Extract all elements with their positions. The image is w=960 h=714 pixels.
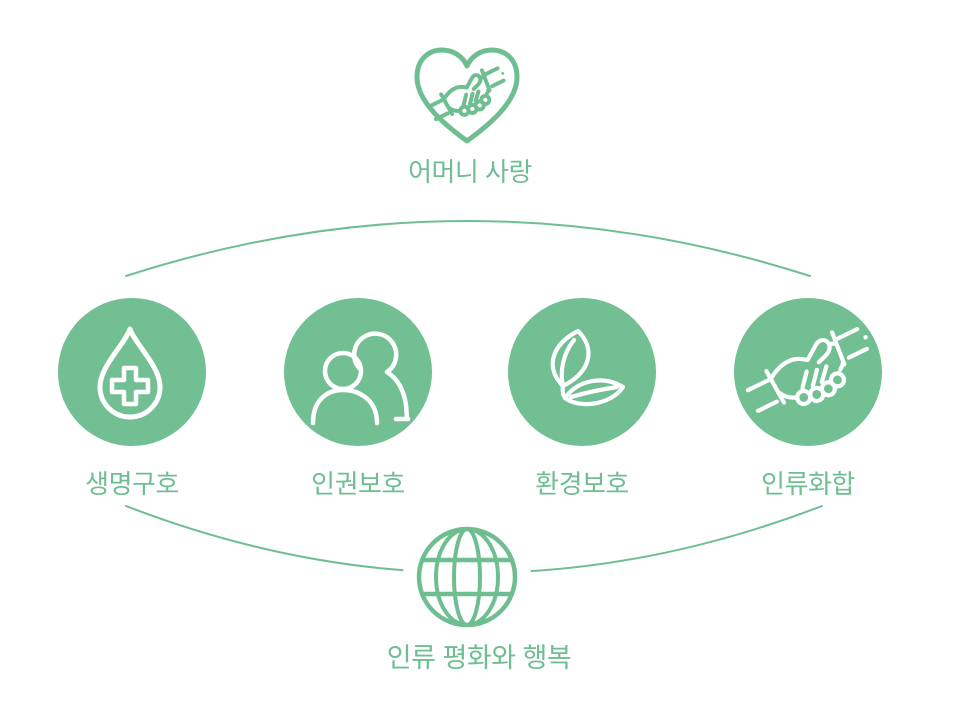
pillar-label-environment: 환경보호 — [535, 469, 629, 499]
water-drop-medical-cross-icon — [97, 326, 163, 420]
leaves-icon — [550, 328, 626, 407]
pillar-label-life-rescue: 생명구호 — [85, 469, 179, 499]
globe-icon — [403, 513, 531, 641]
top-connector-arc — [125, 220, 811, 277]
pillar-label-human-rights: 인권보호 — [311, 469, 405, 499]
heart-handshake-icon — [414, 47, 520, 144]
pillar-circle-human-rights — [284, 298, 432, 446]
pillar-circle-human-unity — [734, 298, 882, 446]
mother-love-label: 어머니 사랑 — [408, 157, 532, 187]
pillar-circle-life-rescue — [58, 298, 206, 446]
pillar-circle-environment — [508, 298, 656, 446]
handshake-icon — [734, 298, 882, 446]
peace-happiness-label: 인류 평화와 행복 — [386, 643, 572, 673]
people-icon — [310, 331, 411, 426]
pillar-label-human-unity: 인류화합 — [761, 469, 855, 499]
